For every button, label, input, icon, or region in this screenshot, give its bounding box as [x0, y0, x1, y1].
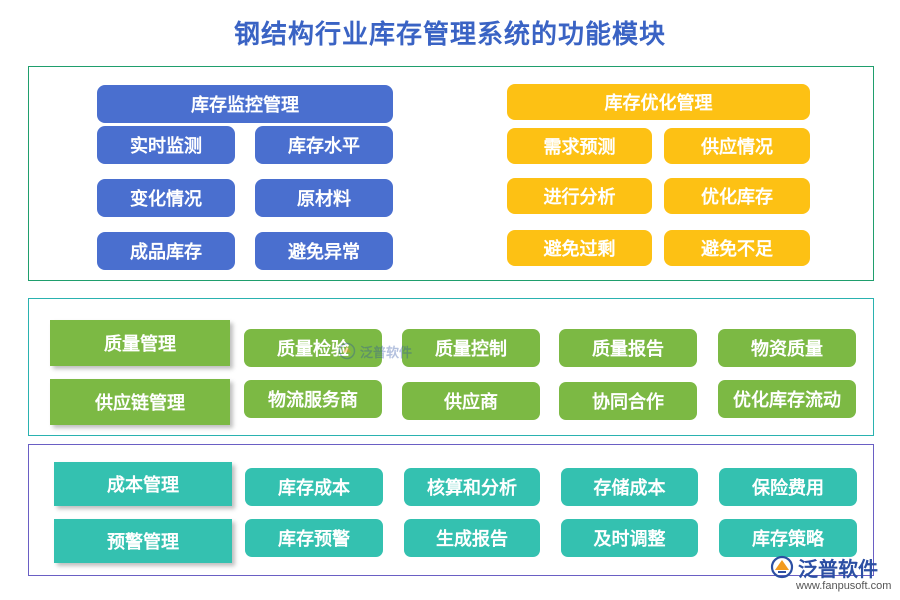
quality-item: 质量报告: [559, 329, 697, 367]
monitoring-item: 成品库存: [97, 232, 235, 270]
warning-item: 及时调整: [561, 519, 698, 557]
supply-chain-item: 协同合作: [559, 382, 697, 420]
cost-item: 保险费用: [719, 468, 857, 506]
optimization-header: 库存优化管理: [507, 84, 810, 120]
brand-logo: 泛普软件 www.fanpusoft.com: [768, 553, 892, 597]
fanpu-watermark-icon: [338, 342, 356, 360]
optimization-item: 需求预测: [507, 128, 652, 164]
warning-header: 预警管理: [54, 519, 232, 563]
optimization-item: 避免不足: [664, 230, 810, 266]
cost-item: 存储成本: [561, 468, 698, 506]
fanpu-logo-icon: [770, 555, 794, 579]
optimization-item: 避免过剩: [507, 230, 652, 266]
watermark-text: 泛普软件: [360, 346, 413, 361]
monitoring-item: 库存水平: [255, 126, 393, 164]
cost-item: 库存成本: [245, 468, 383, 506]
monitoring-item: 变化情况: [97, 179, 235, 217]
logo-name: 泛普软件: [798, 557, 878, 581]
monitoring-item: 避免异常: [255, 232, 393, 270]
monitoring-header: 库存监控管理: [97, 85, 393, 123]
cost-header: 成本管理: [54, 462, 232, 506]
optimization-item: 优化库存: [664, 178, 810, 214]
supply-chain-header: 供应链管理: [50, 379, 230, 425]
monitoring-item: 实时监测: [97, 126, 235, 164]
warning-item: 库存预警: [245, 519, 383, 557]
warning-item: 生成报告: [404, 519, 540, 557]
quality-item: 质量控制: [402, 329, 540, 367]
page-title: 钢结构行业库存管理系统的功能模块: [233, 20, 666, 50]
watermark: 泛普软件: [338, 340, 428, 362]
warning-item: 库存策略: [719, 519, 857, 557]
logo-url: www.fanpusoft.com: [796, 580, 892, 592]
quality-item: 物资质量: [718, 329, 856, 367]
supply-chain-item: 优化库存流动: [718, 380, 856, 418]
cost-item: 核算和分析: [404, 468, 540, 506]
supply-chain-item: 物流服务商: [244, 380, 382, 418]
quality-header: 质量管理: [50, 320, 230, 366]
monitoring-item: 原材料: [255, 179, 393, 217]
optimization-item: 供应情况: [664, 128, 810, 164]
optimization-item: 进行分析: [507, 178, 652, 214]
quality-item: 质量检验: [244, 329, 382, 367]
supply-chain-item: 供应商: [402, 382, 540, 420]
